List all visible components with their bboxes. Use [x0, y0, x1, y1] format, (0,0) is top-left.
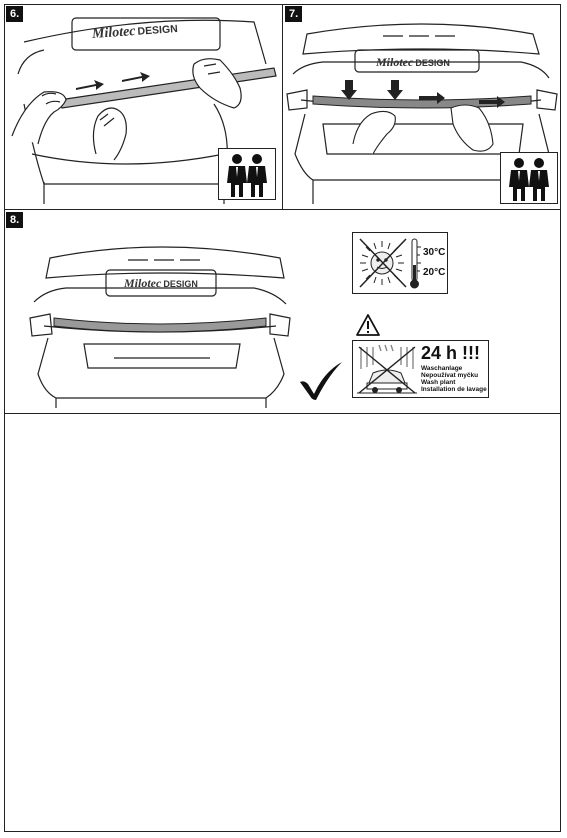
arrow-icon	[76, 72, 150, 90]
wash-line-cz: Nepoužívat myčku	[421, 372, 479, 379]
sun-crossed-icon	[359, 238, 407, 288]
checkmark-icon	[300, 362, 342, 400]
two-person-icon	[500, 152, 558, 204]
logo-script: Milotec	[124, 276, 162, 290]
temp-low-label: 20°C	[423, 267, 446, 278]
arrow-icon	[341, 80, 505, 108]
logo-design: DESIGN	[137, 23, 179, 38]
panel-divider-bottom	[4, 413, 561, 414]
car-wash-crossed-icon	[357, 344, 417, 394]
step-7-label: 7.	[285, 6, 303, 22]
warning-triangle-icon	[356, 314, 380, 336]
wash-line-de: Waschanlage	[421, 365, 463, 372]
step-7-illustration	[286, 23, 558, 204]
step-8-label: 8.	[6, 212, 24, 228]
temperature-box: 30°C 20°C	[352, 232, 448, 294]
logo-design: DESIGN	[415, 58, 450, 68]
wash-line-en: Wash plant	[421, 379, 456, 386]
panel-divider-vertical	[282, 4, 283, 210]
logo-script: Milotec	[376, 55, 414, 69]
car-wash-box: 24 h !!! Waschanlage Nepoužívat myčku Wa…	[352, 340, 489, 398]
temp-high-label: 30°C	[423, 247, 446, 258]
thermometer-icon	[410, 238, 421, 289]
step-8-illustration	[29, 246, 291, 408]
wash-hours-text: 24 h !!!	[421, 343, 481, 363]
logo-design: DESIGN	[163, 279, 198, 289]
panel-divider-top	[4, 209, 561, 210]
step-6-label: 6.	[6, 6, 24, 22]
two-person-icon	[218, 148, 276, 200]
logo-script: Milotec	[91, 23, 137, 42]
wash-line-fr: Installation de lavage	[421, 386, 487, 393]
step-6-illustration	[11, 17, 277, 204]
